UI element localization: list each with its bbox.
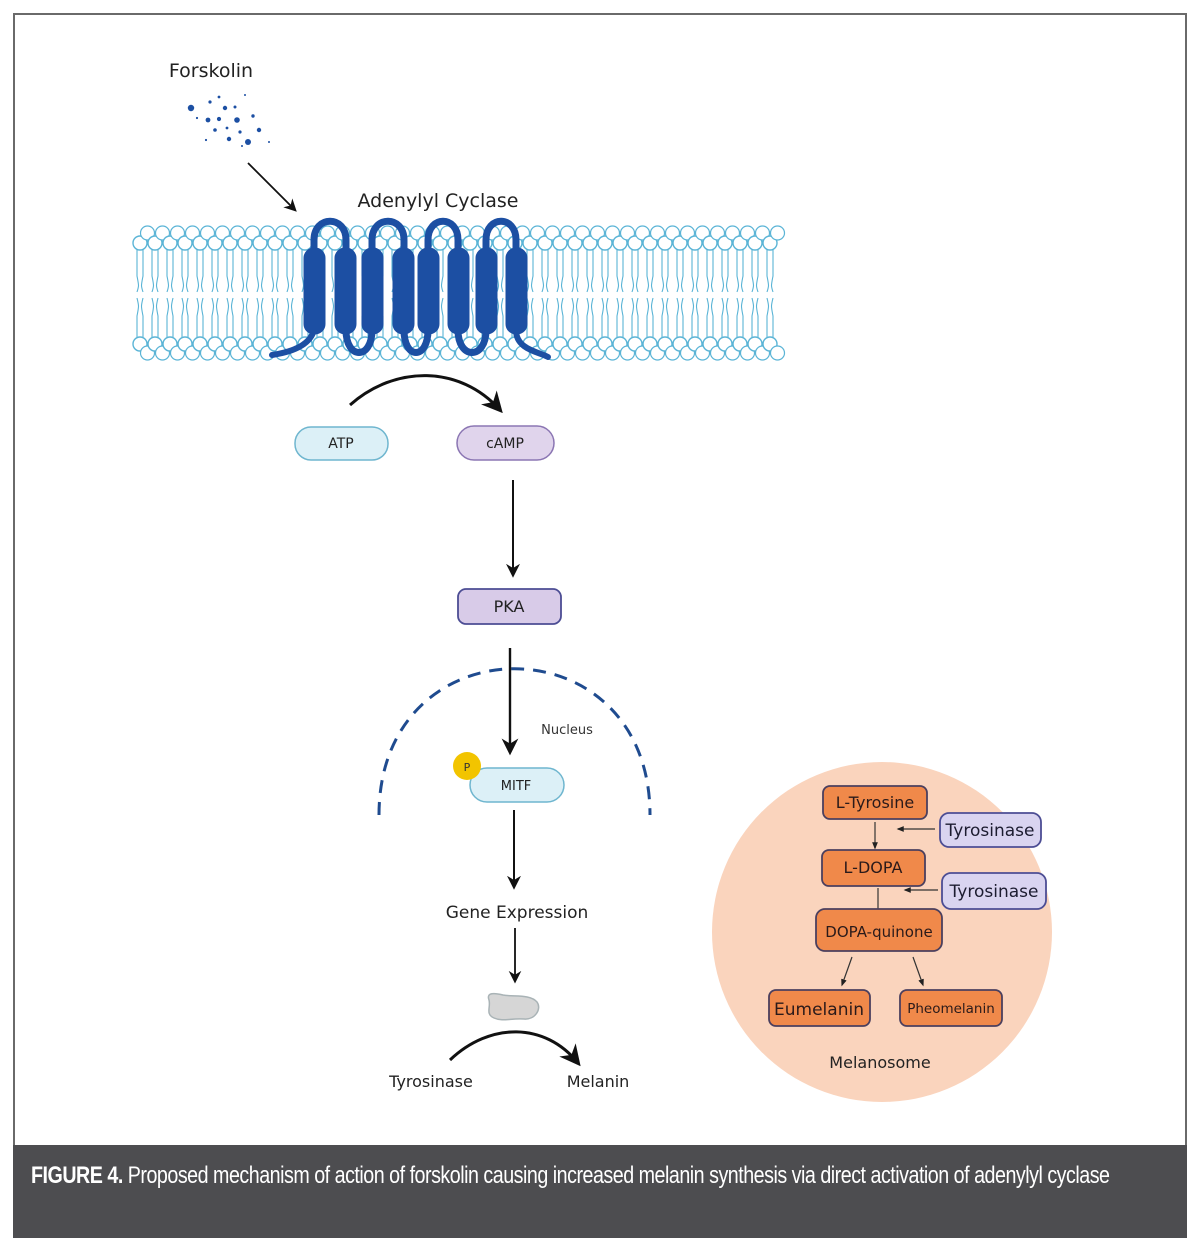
tyrosinase-label: Tyrosinase [388,1072,473,1091]
svg-text:Tyrosinase: Tyrosinase [949,882,1039,902]
phosphate-badge: P [453,752,481,780]
svg-text:cAMP: cAMP [486,436,524,452]
figure-diagram: Forskolin Adenylyl Cyclase [132,60,1052,1102]
nucleus-envelope [377,667,652,816]
pheomelanin-node: Pheomelanin [899,989,1003,1027]
tyrosinase-protein-icon [487,992,540,1021]
svg-text:PKA: PKA [494,597,525,616]
melanin-label: Melanin [567,1072,630,1091]
svg-text:Eumelanin: Eumelanin [774,1000,864,1020]
svg-text:ATP: ATP [328,436,353,452]
dopa-quinone-node: DOPA-quinone [815,908,943,952]
quinone-to-eumelanin-arrow [841,956,853,987]
svg-text:L-Tyrosine: L-Tyrosine [836,793,914,812]
l-tyrosine-node: L-Tyrosine [822,785,928,820]
forskolin-arrow [247,162,297,212]
figure-number: FIGURE 4. [31,1162,123,1189]
nucleus-label: Nucleus [541,723,593,738]
figure-caption: FIGURE 4. Proposed mechanism of action o… [13,1145,1187,1238]
svg-text:MITF: MITF [501,779,531,794]
quinone-to-pheomelanin-arrow [912,956,924,987]
svg-text:Tyrosinase: Tyrosinase [945,821,1035,841]
atp-to-camp-arrow [349,374,503,414]
tyrosinase-enzyme-1: Tyrosinase [939,812,1042,848]
adenylyl-cyclase-protein-icon [269,217,551,360]
adenylyl-cyclase-label: Adenylyl Cyclase [357,190,518,212]
atp-node: ATP [294,426,389,461]
l-dopa-node: L-DOPA [821,849,926,887]
gene-expression-label: Gene Expression [446,903,589,923]
tyrosinase-enzyme-2: Tyrosinase [941,872,1047,910]
mitf-node: MITF [469,767,565,803]
svg-text:Pheomelanin: Pheomelanin [907,1001,995,1017]
svg-text:P: P [464,761,471,774]
melanosome-label: Melanosome [829,1053,930,1072]
cell-membrane [132,225,786,361]
camp-node: cAMP [456,425,555,461]
tyrosinase-to-melanin-arrow [448,1030,581,1067]
melanosome: L-Tyrosine Tyrosinase L-DOPA Tyrosinase … [712,762,1052,1102]
svg-text:L-DOPA: L-DOPA [844,858,903,877]
caption-text: Proposed mechanism of action of forskoli… [122,1162,1110,1189]
forskolin-particles-icon [187,94,270,147]
forskolin-label: Forskolin [169,60,253,82]
pka-node: PKA [457,588,562,625]
svg-text:DOPA-quinone: DOPA-quinone [825,923,932,941]
eumelanin-node: Eumelanin [768,989,871,1027]
